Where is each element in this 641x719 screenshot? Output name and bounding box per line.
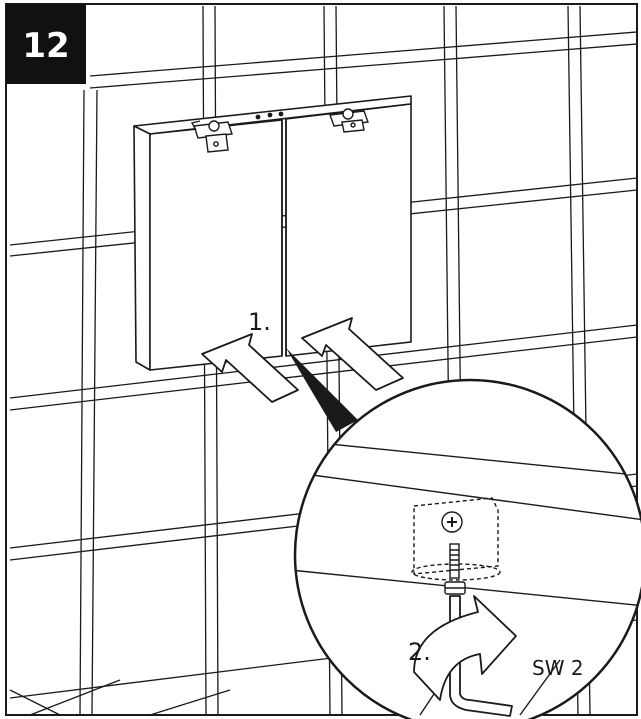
callout-pointer (286, 348, 358, 432)
illustration-frame (5, 3, 638, 716)
cabinet (133, 95, 412, 371)
push-arrow-icon (201, 333, 299, 403)
rotate-arrow-icon (413, 595, 517, 701)
detail-zoom-circle (293, 378, 641, 719)
adjustment-screw-icon (441, 511, 466, 595)
step-number-badge: 12 (6, 4, 86, 84)
hex-key-icon (449, 595, 513, 717)
step-number: 12 (22, 26, 70, 66)
hanger-bracket-icon (329, 108, 369, 133)
step-1-label: 1. (248, 308, 271, 336)
tool-size-label: SW 2 (532, 656, 584, 680)
push-arrow-icon (301, 317, 404, 391)
step-2-label: 2. (408, 638, 431, 666)
detail-zoom-content (295, 439, 641, 716)
hanger-bracket-icon (190, 120, 233, 153)
